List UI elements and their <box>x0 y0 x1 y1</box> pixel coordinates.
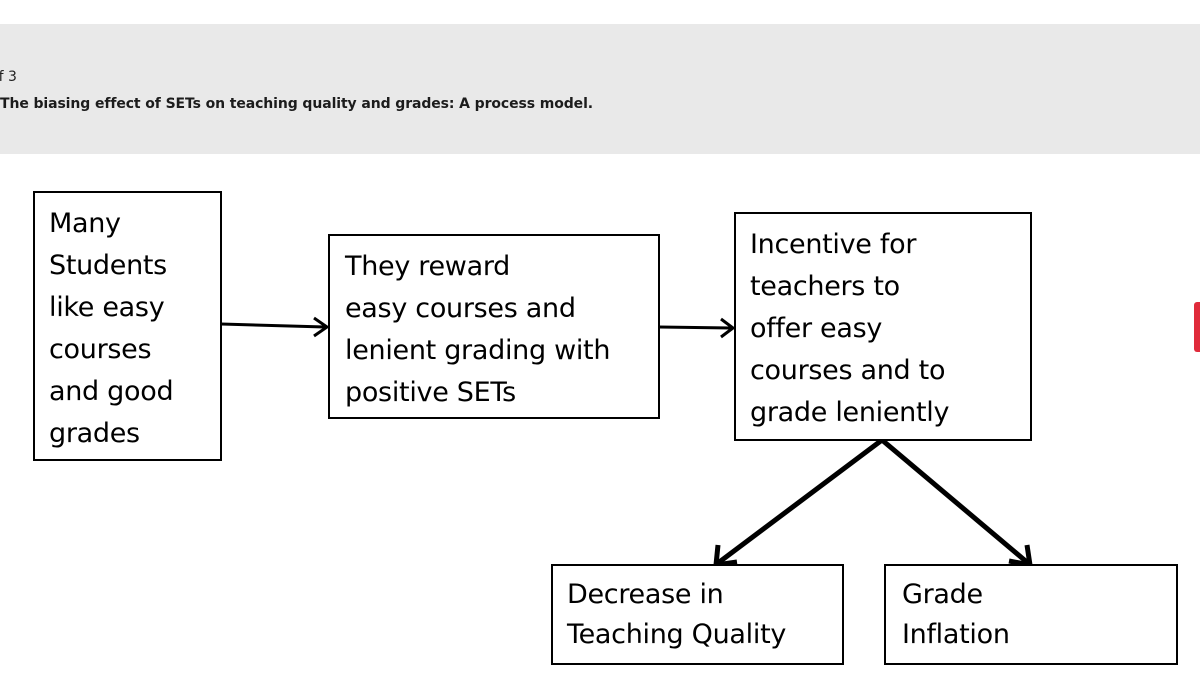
node-many-students: Many Students like easy courses and good… <box>33 191 222 461</box>
figure-header <box>0 24 1200 154</box>
node-line: like easy <box>49 292 165 323</box>
side-tab[interactable] <box>1194 302 1200 352</box>
node-line: courses <box>49 334 152 365</box>
node-decrease-teaching-quality: Decrease in Teaching Quality <box>551 564 844 665</box>
figure-caption: The biasing effect of SETs on teaching q… <box>0 96 593 112</box>
arrowhead-reward-to-incentive <box>720 317 736 339</box>
arrow-incentive-to-decrease <box>716 438 884 565</box>
arrow-many-to-reward <box>220 322 326 329</box>
node-line: Decrease in <box>567 579 724 610</box>
node-line: Students <box>49 250 167 281</box>
arrowhead-many-to-reward <box>313 316 330 338</box>
arrow-incentive-to-inflation <box>880 438 1030 565</box>
node-line: Teaching Quality <box>567 619 787 650</box>
node-line: grades <box>49 418 140 449</box>
node-grade-inflation: Grade Inflation <box>884 564 1178 665</box>
node-reward: They reward easy courses and lenient gra… <box>328 234 660 419</box>
node-line: grade leniently <box>750 397 950 428</box>
node-line: easy courses and <box>345 293 576 324</box>
arrow-reward-to-incentive <box>658 325 732 330</box>
node-line: Grade <box>902 579 983 610</box>
node-line: Incentive for <box>750 229 917 260</box>
node-line: courses and to <box>750 355 946 386</box>
figure-counter: of 3 <box>0 69 17 85</box>
node-line: offer easy <box>750 313 883 344</box>
node-incentive: Incentive for teachers to offer easy cou… <box>734 212 1032 441</box>
node-line: They reward <box>345 251 510 282</box>
node-line: lenient grading with <box>345 335 611 366</box>
node-line: and good <box>49 376 174 407</box>
node-line: Many <box>49 208 121 239</box>
node-line: Inflation <box>902 619 1010 650</box>
node-line: positive SETs <box>345 377 516 408</box>
node-line: teachers to <box>750 271 900 302</box>
